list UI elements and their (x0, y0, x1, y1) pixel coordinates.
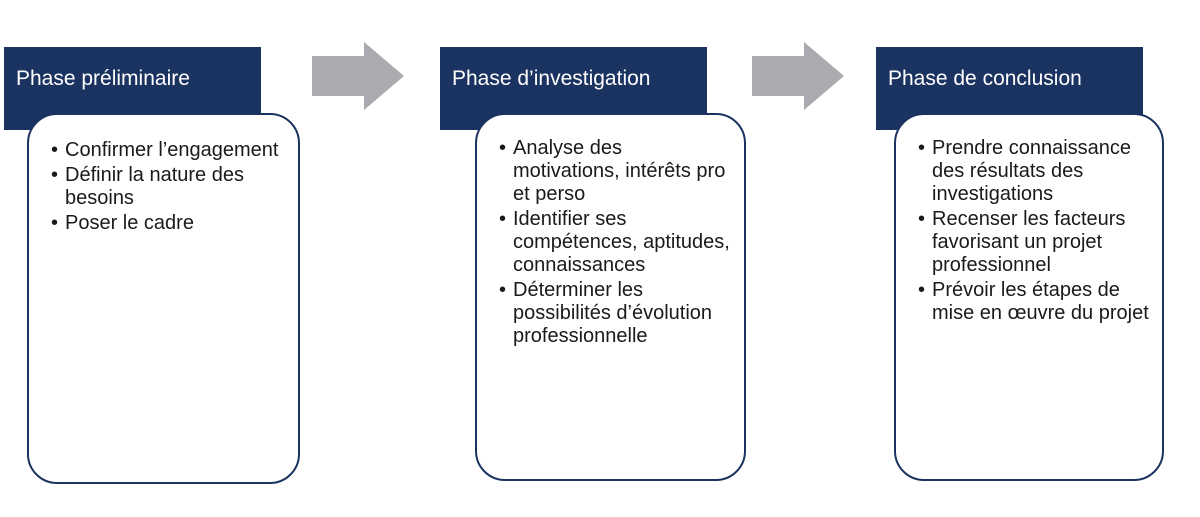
phase-2-box: •Analyse des motivations, intérêts pro e… (475, 113, 746, 481)
arrow-shape (312, 42, 404, 110)
arrow-shape (752, 42, 844, 110)
bullet-icon: • (918, 279, 926, 301)
bullet-icon: • (499, 137, 507, 159)
phase-3-box: •Prendre connaissance des résultats des … (894, 113, 1164, 481)
list-item: •Analyse des motivations, intérêts pro e… (499, 137, 726, 205)
bullet-icon: • (499, 279, 507, 301)
phase-1-box: •Confirmer l’engagement •Définir la natu… (27, 113, 300, 484)
phase-1-list: •Confirmer l’engagement •Définir la natu… (51, 139, 284, 235)
phase-2-list: •Analyse des motivations, intérêts pro e… (499, 137, 734, 348)
list-item: • Déterminer les possibilités d’évolutio… (499, 279, 713, 347)
phase-2-title: Phase d’investigation (452, 67, 651, 90)
list-item: • Prévoir les étapes de mise en œuvre du… (918, 279, 1149, 324)
list-item: •Identifier ses compétences, aptitudes, … (499, 208, 730, 276)
bullet-icon: • (51, 164, 59, 186)
bullet-icon: • (51, 212, 59, 234)
list-item: •Recenser les facteurs favorisant un pro… (918, 208, 1126, 276)
bullet-icon: • (918, 137, 926, 159)
list-item: •Confirmer l’engagement (51, 139, 279, 161)
list-item: •Définir la nature des besoins (51, 164, 244, 209)
bullet-icon: • (918, 208, 926, 230)
list-item: •Prendre connaissance des résultats des … (918, 137, 1132, 205)
bullet-icon: • (499, 208, 507, 230)
arrow-right-icon (752, 42, 844, 110)
phase-1-title: Phase préliminaire (16, 67, 190, 90)
bullet-icon: • (51, 139, 59, 161)
arrow-right-icon (312, 42, 404, 110)
phase-3-title: Phase de conclusion (888, 67, 1082, 90)
phase-3-list: •Prendre connaissance des résultats des … (918, 137, 1152, 325)
list-item: •Poser le cadre (51, 212, 194, 234)
